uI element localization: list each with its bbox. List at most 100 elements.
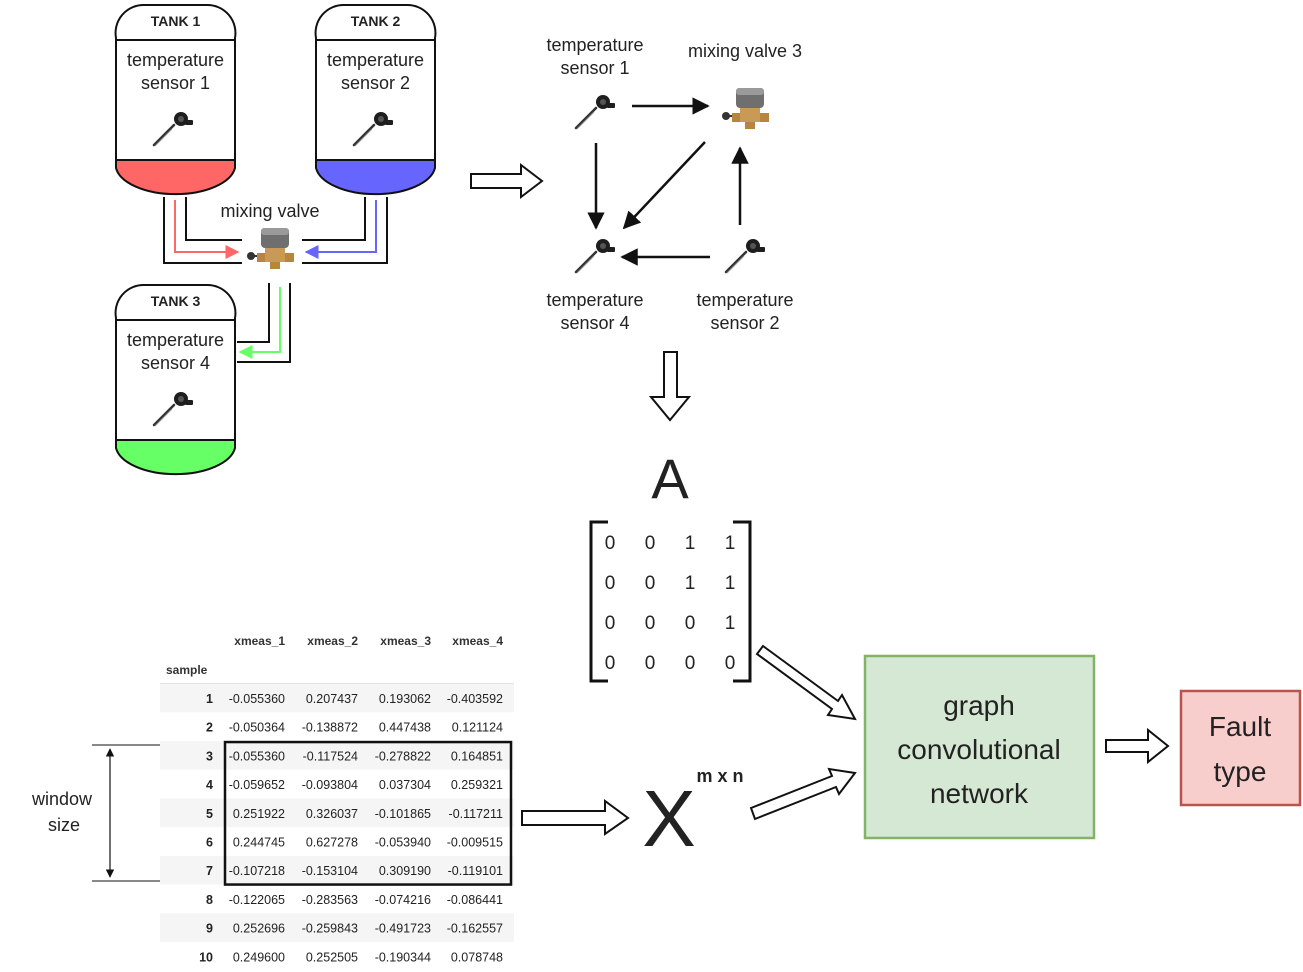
table-cell: -0.491723 — [375, 922, 431, 936]
matrix-cell-r4-c4: 0 — [725, 653, 736, 674]
table-row-index: 5 — [206, 807, 213, 821]
matrix-cell-r3-c4: 1 — [725, 613, 736, 634]
tank-3-name: TANK 3 — [151, 293, 201, 309]
table-cell: -0.101865 — [375, 807, 431, 821]
table-cell: 0.164851 — [451, 749, 503, 763]
table-cell: -0.162557 — [447, 922, 503, 936]
fault-type-box: Fault type — [1179, 689, 1302, 807]
matrix-cell-r3-c3: 0 — [685, 613, 696, 634]
table-cell: -0.278822 — [375, 749, 431, 763]
matrix-cell-r4-c2: 0 — [645, 653, 656, 674]
table-cell: 0.121124 — [452, 721, 503, 735]
arrow-graph-to-matrix-icon — [648, 351, 692, 422]
adjacency-label: A — [651, 447, 689, 510]
table-cell: 0.207437 — [306, 692, 358, 706]
tank-1-liquid — [115, 159, 236, 196]
fault-label-line1: Fault — [1209, 711, 1271, 742]
table-row-index: 1 — [206, 692, 213, 706]
table-column-header: xmeas_3 — [380, 634, 431, 648]
matrix-cell-r1-c4: 1 — [725, 533, 736, 554]
table-cell: -0.259843 — [302, 922, 358, 936]
table-cell: 0.244745 — [233, 836, 285, 850]
table-cell: -0.093804 — [302, 778, 358, 792]
feature-matrix-x-label: X — [642, 774, 695, 863]
graph-sensor-2-label-line2: sensor 2 — [710, 313, 779, 333]
tank-3: TANK 3 temperature sensor 4 — [114, 283, 237, 476]
table-cell: -0.059652 — [229, 778, 285, 792]
sensor-graph: temperature sensor 1 mixing valve 3 temp… — [546, 35, 802, 333]
matrix-cell-r3-c2: 0 — [645, 613, 656, 634]
gcn-label-line1: graph — [943, 690, 1015, 721]
table-cell: -0.117211 — [449, 807, 503, 821]
matrix-cell-r2-c4: 1 — [725, 573, 736, 594]
table-cell: -0.283563 — [302, 893, 358, 907]
table-cell: -0.055360 — [229, 692, 285, 706]
tank-2-sensor-label-line2: sensor 2 — [341, 73, 410, 93]
table-cell: -0.403592 — [447, 692, 503, 706]
table-cell: -0.053940 — [375, 836, 431, 850]
arrow-table-to-x-icon — [521, 799, 630, 836]
table-cell: -0.190344 — [375, 950, 431, 964]
matrix-cell-r4-c1: 0 — [605, 653, 616, 674]
graph-sensor-1-icon — [574, 93, 617, 131]
table-cell: 0.251922 — [233, 807, 285, 821]
table-row-stripe — [160, 741, 514, 770]
table-cell: -0.117524 — [303, 749, 358, 763]
table-cell: -0.050364 — [229, 721, 285, 735]
table-row-index: 4 — [206, 778, 213, 792]
table-row-stripe — [160, 683, 514, 713]
table-cell: -0.086441 — [447, 893, 503, 907]
table-cell: -0.107218 — [229, 864, 285, 878]
arrow-x-to-gcn-icon — [749, 767, 857, 821]
table-cell: 0.627278 — [306, 836, 358, 850]
table-column-header: xmeas_4 — [452, 634, 503, 648]
table-cell: -0.074216 — [375, 893, 431, 907]
gcn-box: graph convolutional network — [863, 654, 1096, 840]
tank-3-sensor-label-line1: temperature — [127, 330, 224, 350]
fault-label-line2: type — [1214, 756, 1267, 787]
table-row-index: 10 — [199, 950, 213, 964]
table-cell: -0.055360 — [229, 749, 285, 763]
edge-valve3-to-sensor4 — [622, 141, 706, 230]
table-index-name: sample — [166, 663, 208, 677]
arrow-gcn-to-fault-icon — [1105, 727, 1170, 765]
graph-mixing-valve-3-label: mixing valve 3 — [688, 41, 802, 61]
matrix-cell-r1-c2: 0 — [645, 533, 656, 554]
matrix-cell-r1-c1: 0 — [605, 533, 616, 554]
table-cell: 0.193062 — [379, 692, 431, 706]
table-column-header: xmeas_2 — [307, 634, 358, 648]
tank-2-name: TANK 2 — [351, 13, 401, 29]
table-cell: 0.252696 — [233, 922, 285, 936]
graph-sensor-4-icon — [574, 237, 617, 275]
arrow-matrix-to-gcn-icon — [755, 644, 857, 721]
table-cell: -0.009515 — [447, 836, 503, 850]
tank-3-sensor-label-line2: sensor 4 — [141, 353, 210, 373]
table-column-header: xmeas_1 — [234, 634, 285, 648]
table-row-index: 8 — [206, 893, 213, 907]
gcn-label-line2: convolutional — [897, 734, 1060, 765]
graph-mixing-valve-3-icon — [721, 87, 770, 130]
graph-sensor-2-icon — [724, 237, 767, 275]
table-cell: -0.153104 — [302, 864, 358, 878]
tank-2-liquid — [315, 159, 436, 196]
mixing-valve-label: mixing valve — [220, 201, 319, 221]
tank-1-sensor-label-line2: sensor 1 — [141, 73, 210, 93]
feature-matrix-dimension-label: m x n — [696, 766, 743, 786]
tank-2-sensor-label-line1: temperature — [327, 50, 424, 70]
matrix-cell-r2-c3: 1 — [685, 573, 696, 594]
table-cell: 0.249600 — [233, 950, 285, 964]
window-bracket: window size — [31, 744, 160, 882]
gcn-label-line3: network — [930, 778, 1029, 809]
table-cell: 0.309190 — [379, 864, 431, 878]
window-label-line2: size — [48, 815, 80, 835]
table-row-stripe — [160, 798, 514, 828]
graph-sensor-4-label-line2: sensor 4 — [560, 313, 629, 333]
matrix-cell-r4-c3: 0 — [685, 653, 696, 674]
graph-sensor-1-label-line1: temperature — [546, 35, 643, 55]
matrix-cell-r2-c1: 0 — [605, 573, 616, 594]
matrix-cell-r1-c3: 1 — [685, 533, 696, 554]
table-cell: 0.252505 — [306, 950, 358, 964]
pipes — [163, 197, 388, 363]
